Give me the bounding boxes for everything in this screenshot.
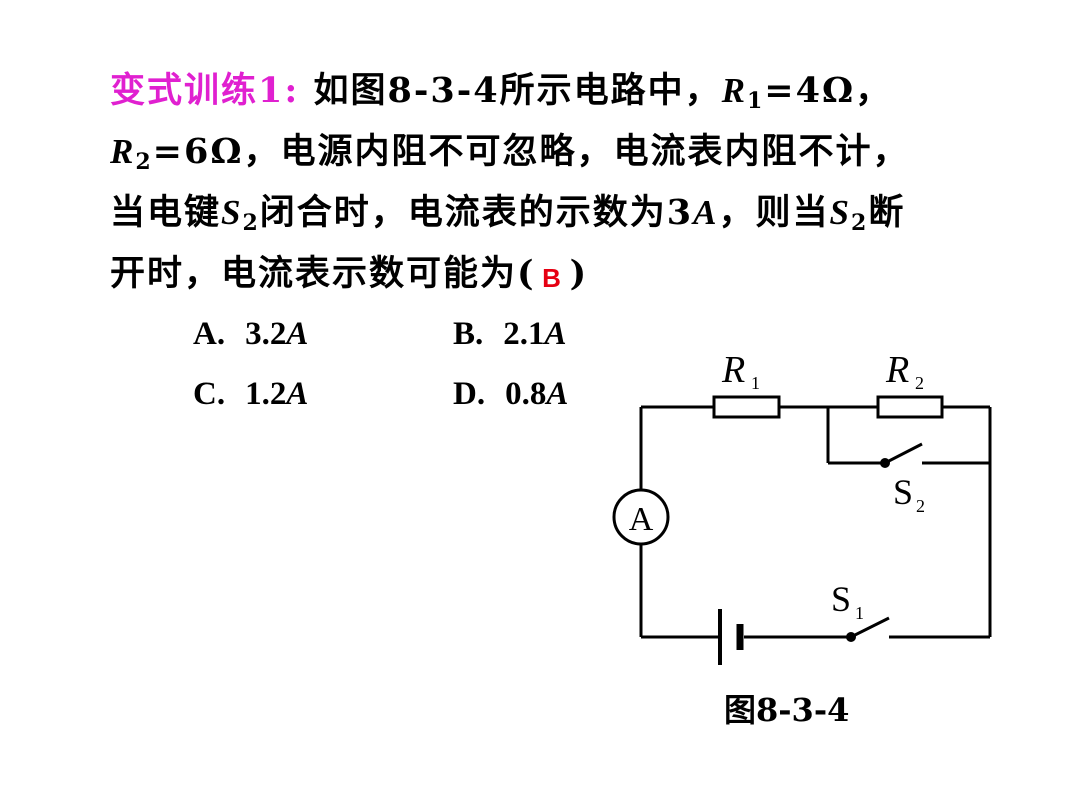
r2-label: R — [885, 349, 909, 391]
line3-part-c: ，则当 — [718, 192, 830, 233]
problem-line-2: R2=6Ω，电源内阻不可忽略，电流表内阻不计， — [110, 131, 910, 173]
option-c: C. 1.2A — [193, 376, 308, 413]
r1-symbol: R — [721, 71, 747, 110]
resistor-r2 — [876, 395, 944, 419]
r1-value: =4Ω， — [764, 70, 893, 111]
line4-part-a: 开时，电流表示数可能为( — [110, 253, 536, 294]
option-value: 0.8 — [505, 376, 547, 412]
option-letter: B. — [453, 316, 484, 352]
s2-symbol-second: S — [829, 193, 851, 232]
option-value: 2.1 — [503, 316, 545, 352]
s1-label-sub: 1 — [855, 603, 864, 623]
option-letter: C. — [193, 376, 226, 412]
r1-label: R — [721, 349, 745, 391]
option-b: B. 2.1A — [453, 316, 567, 353]
s2-symbol: S — [221, 193, 243, 232]
option-value: 1.2 — [245, 376, 287, 412]
line4-part-b: ) — [569, 253, 589, 294]
switch-s2-blade — [884, 442, 923, 465]
line2-text: =6Ω，电源内阻不可忽略，电流表内阻不计， — [152, 131, 910, 172]
resistor-r1 — [712, 395, 781, 419]
line3-part-d: 断 — [868, 192, 906, 233]
r2-label-sub: 2 — [915, 373, 924, 393]
line1-text: 如图8-3-4所示电路中， — [313, 70, 722, 111]
option-a: A. 3.2A — [193, 316, 308, 353]
s2-label-sub: 2 — [916, 496, 925, 516]
problem-line-3: 当电键S2闭合时，电流表的示数为3A，则当S2断 — [110, 192, 905, 234]
switch-s2-pivot — [880, 458, 890, 468]
line3-part-b: 闭合时，电流表的示数为3 — [259, 192, 694, 233]
r1-label-sub: 1 — [751, 373, 760, 393]
exercise-label: 变式训练1: — [110, 70, 300, 111]
option-unit: A — [544, 316, 567, 352]
s2-subscript-second: 2 — [851, 210, 869, 236]
switch-s1-pivot — [846, 632, 856, 642]
option-unit: A — [286, 376, 309, 412]
option-value: 3.2 — [245, 316, 287, 352]
r1-subscript: 1 — [746, 88, 765, 114]
ammeter-label: A — [629, 501, 654, 538]
problem-line-4: 开时，电流表示数可能为(B) — [110, 253, 588, 299]
ampere-unit: A — [693, 193, 719, 232]
figure-caption: 图8-3-4 — [724, 691, 850, 729]
r2-subscript: 2 — [135, 149, 153, 175]
option-d: D. 0.8A — [453, 376, 568, 413]
option-letter: A. — [193, 316, 226, 352]
ammeter-circle — [612, 488, 670, 546]
r2-symbol: R — [110, 132, 136, 171]
answer-mark: B — [542, 263, 563, 293]
switch-s1-blade — [850, 616, 890, 639]
s2-subscript: 2 — [242, 210, 260, 236]
option-unit: A — [286, 316, 309, 352]
s2-label: S — [893, 472, 913, 512]
problem-line-1: 变式训练1: 如图8-3-4所示电路中，R1=4Ω， — [110, 70, 892, 112]
s1-label: S — [831, 579, 851, 619]
option-letter: D. — [453, 376, 486, 412]
line3-part-a: 当电键 — [110, 192, 222, 233]
option-unit: A — [546, 376, 569, 412]
